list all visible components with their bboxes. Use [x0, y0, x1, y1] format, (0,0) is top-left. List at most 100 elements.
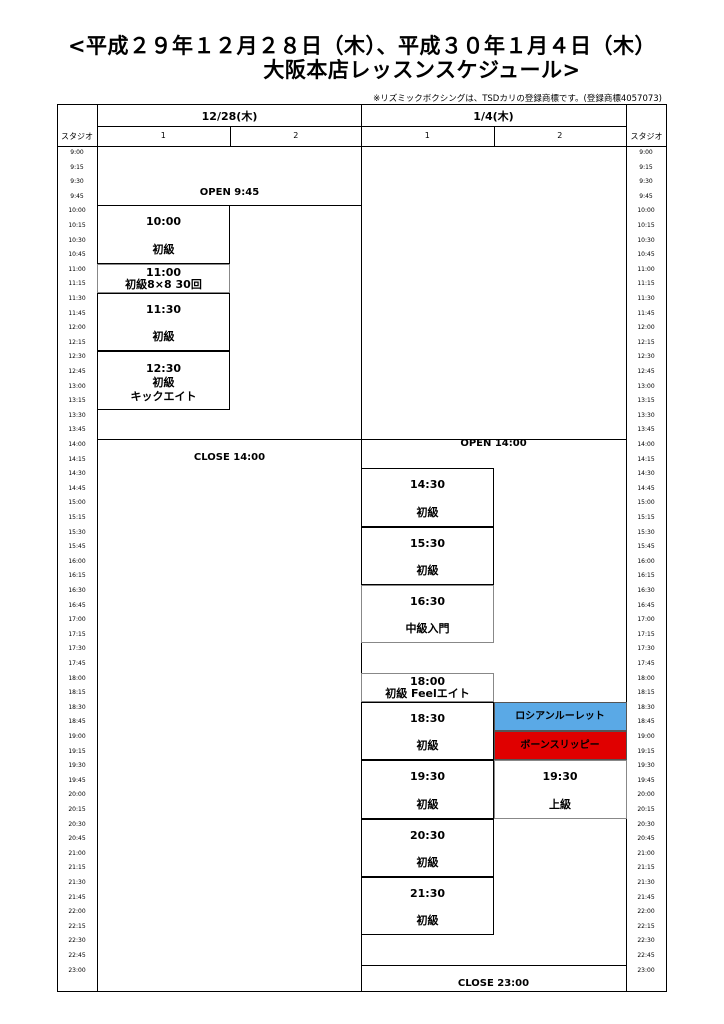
time-label: 21:45: [637, 893, 655, 901]
time-label: 17:45: [68, 660, 86, 667]
time-label: 19:15: [637, 747, 655, 755]
time-label: 15:45: [68, 543, 86, 551]
title-line-1: <平成２９年１２月２８日（木）、平成３０年１月４日（木）: [67, 34, 657, 58]
time-label: 20:00: [68, 791, 86, 799]
studio-number: 1: [424, 131, 430, 140]
time-label: 12:15: [68, 338, 86, 346]
time-label: 11:15: [68, 280, 86, 288]
time-label: 21:30: [68, 879, 86, 886]
lesson-time: 18:00: [409, 674, 445, 688]
time-label: 20:45: [637, 835, 655, 843]
time-label: 15:00: [637, 499, 655, 507]
lesson-name: キックエイト: [130, 390, 197, 404]
header-line: [57, 146, 667, 147]
lesson-name: 初級 Feelエイト: [385, 686, 470, 700]
time-label: 19:15: [68, 747, 86, 755]
time-label: 18:00: [68, 674, 86, 682]
lesson-name: 初級: [416, 855, 439, 869]
time-label: 15:45: [637, 543, 655, 551]
time-label: 20:15: [637, 806, 655, 813]
lesson-time: 19:30: [409, 770, 445, 784]
time-label: 17:30: [637, 645, 655, 653]
time-label: 19:45: [637, 776, 655, 784]
time-label: 13:15: [637, 397, 655, 405]
lesson-time: 10:00: [145, 215, 181, 229]
time-label: 10:45: [637, 251, 655, 259]
time-label: 9:00: [639, 149, 653, 156]
time-label: 21:45: [68, 893, 86, 901]
time-label: 20:00: [637, 791, 655, 799]
lesson-name: 初級: [416, 914, 439, 928]
time-label: 11:15: [637, 280, 655, 288]
lesson-name: 初級: [416, 739, 439, 753]
time-label: 22:15: [68, 922, 86, 930]
time-label: 17:15: [637, 630, 655, 638]
time-label: 19:30: [68, 762, 86, 770]
time-label: 13:45: [68, 426, 86, 434]
time-label: 12:45: [637, 368, 655, 375]
marker-line: [361, 964, 626, 966]
time-label: 21:30: [637, 879, 655, 886]
time-label: 10:30: [68, 236, 86, 244]
column-divider: [97, 104, 98, 992]
grid-frame: [57, 104, 667, 992]
time-label: 12:30: [637, 353, 655, 361]
time-label: 18:15: [637, 689, 655, 697]
time-label: 20:30: [68, 820, 86, 828]
studio-number: 2: [293, 131, 299, 140]
time-label: 12:15: [637, 338, 655, 346]
title-line-2: 大阪本店レッスンスケジュール>: [263, 58, 581, 82]
time-label: 18:30: [68, 703, 86, 711]
time-label: 22:00: [68, 908, 86, 916]
time-label: 12:00: [637, 324, 655, 332]
time-label: 10:00: [637, 207, 655, 215]
time-label: 19:00: [68, 733, 86, 740]
time-label: 20:15: [68, 806, 86, 813]
special-lesson: ボーンスリッピー: [493, 731, 627, 761]
time-label: 18:45: [637, 718, 655, 726]
time-label: 11:45: [637, 309, 655, 317]
time-label: 22:30: [68, 937, 86, 945]
time-label: 9:45: [70, 192, 84, 200]
time-label: 9:15: [639, 163, 653, 171]
time-label: 15:15: [637, 514, 655, 521]
time-label: 19:00: [637, 733, 655, 740]
time-label: 9:30: [639, 178, 653, 186]
time-label: 14:30: [68, 470, 86, 478]
time-label: 16:00: [68, 557, 86, 565]
time-label: 14:30: [637, 470, 655, 478]
time-label: 13:00: [637, 382, 655, 390]
lesson-time: 16:30: [409, 595, 445, 608]
lesson-time: 14:30: [409, 478, 445, 492]
time-label: 15:00: [68, 499, 86, 507]
time-label: 22:45: [637, 952, 655, 959]
lesson-time: 11:30: [145, 303, 181, 316]
time-label: 19:45: [68, 776, 86, 784]
time-label: 9:45: [639, 192, 653, 200]
studio-divider: [493, 126, 495, 146]
time-label: 13:30: [637, 411, 655, 419]
time-label: 14:00: [637, 441, 655, 448]
time-label: 15:15: [68, 514, 86, 521]
time-label: 17:30: [68, 645, 86, 653]
time-label: 18:45: [68, 718, 86, 726]
lesson-name: 中級入門: [405, 622, 450, 636]
time-label: 12:45: [68, 368, 86, 375]
time-label: 10:30: [637, 236, 655, 244]
time-label: 11:00: [68, 265, 86, 273]
time-label: 14:15: [637, 455, 655, 463]
time-label: 22:45: [68, 952, 86, 959]
studio-label: スタジオ: [61, 132, 93, 141]
day-header: 1/4(木): [473, 110, 514, 123]
time-label: 19:30: [637, 762, 655, 770]
time-label: 22:30: [637, 937, 655, 945]
studio-number: 2: [557, 131, 563, 140]
time-label: 16:45: [68, 601, 86, 609]
